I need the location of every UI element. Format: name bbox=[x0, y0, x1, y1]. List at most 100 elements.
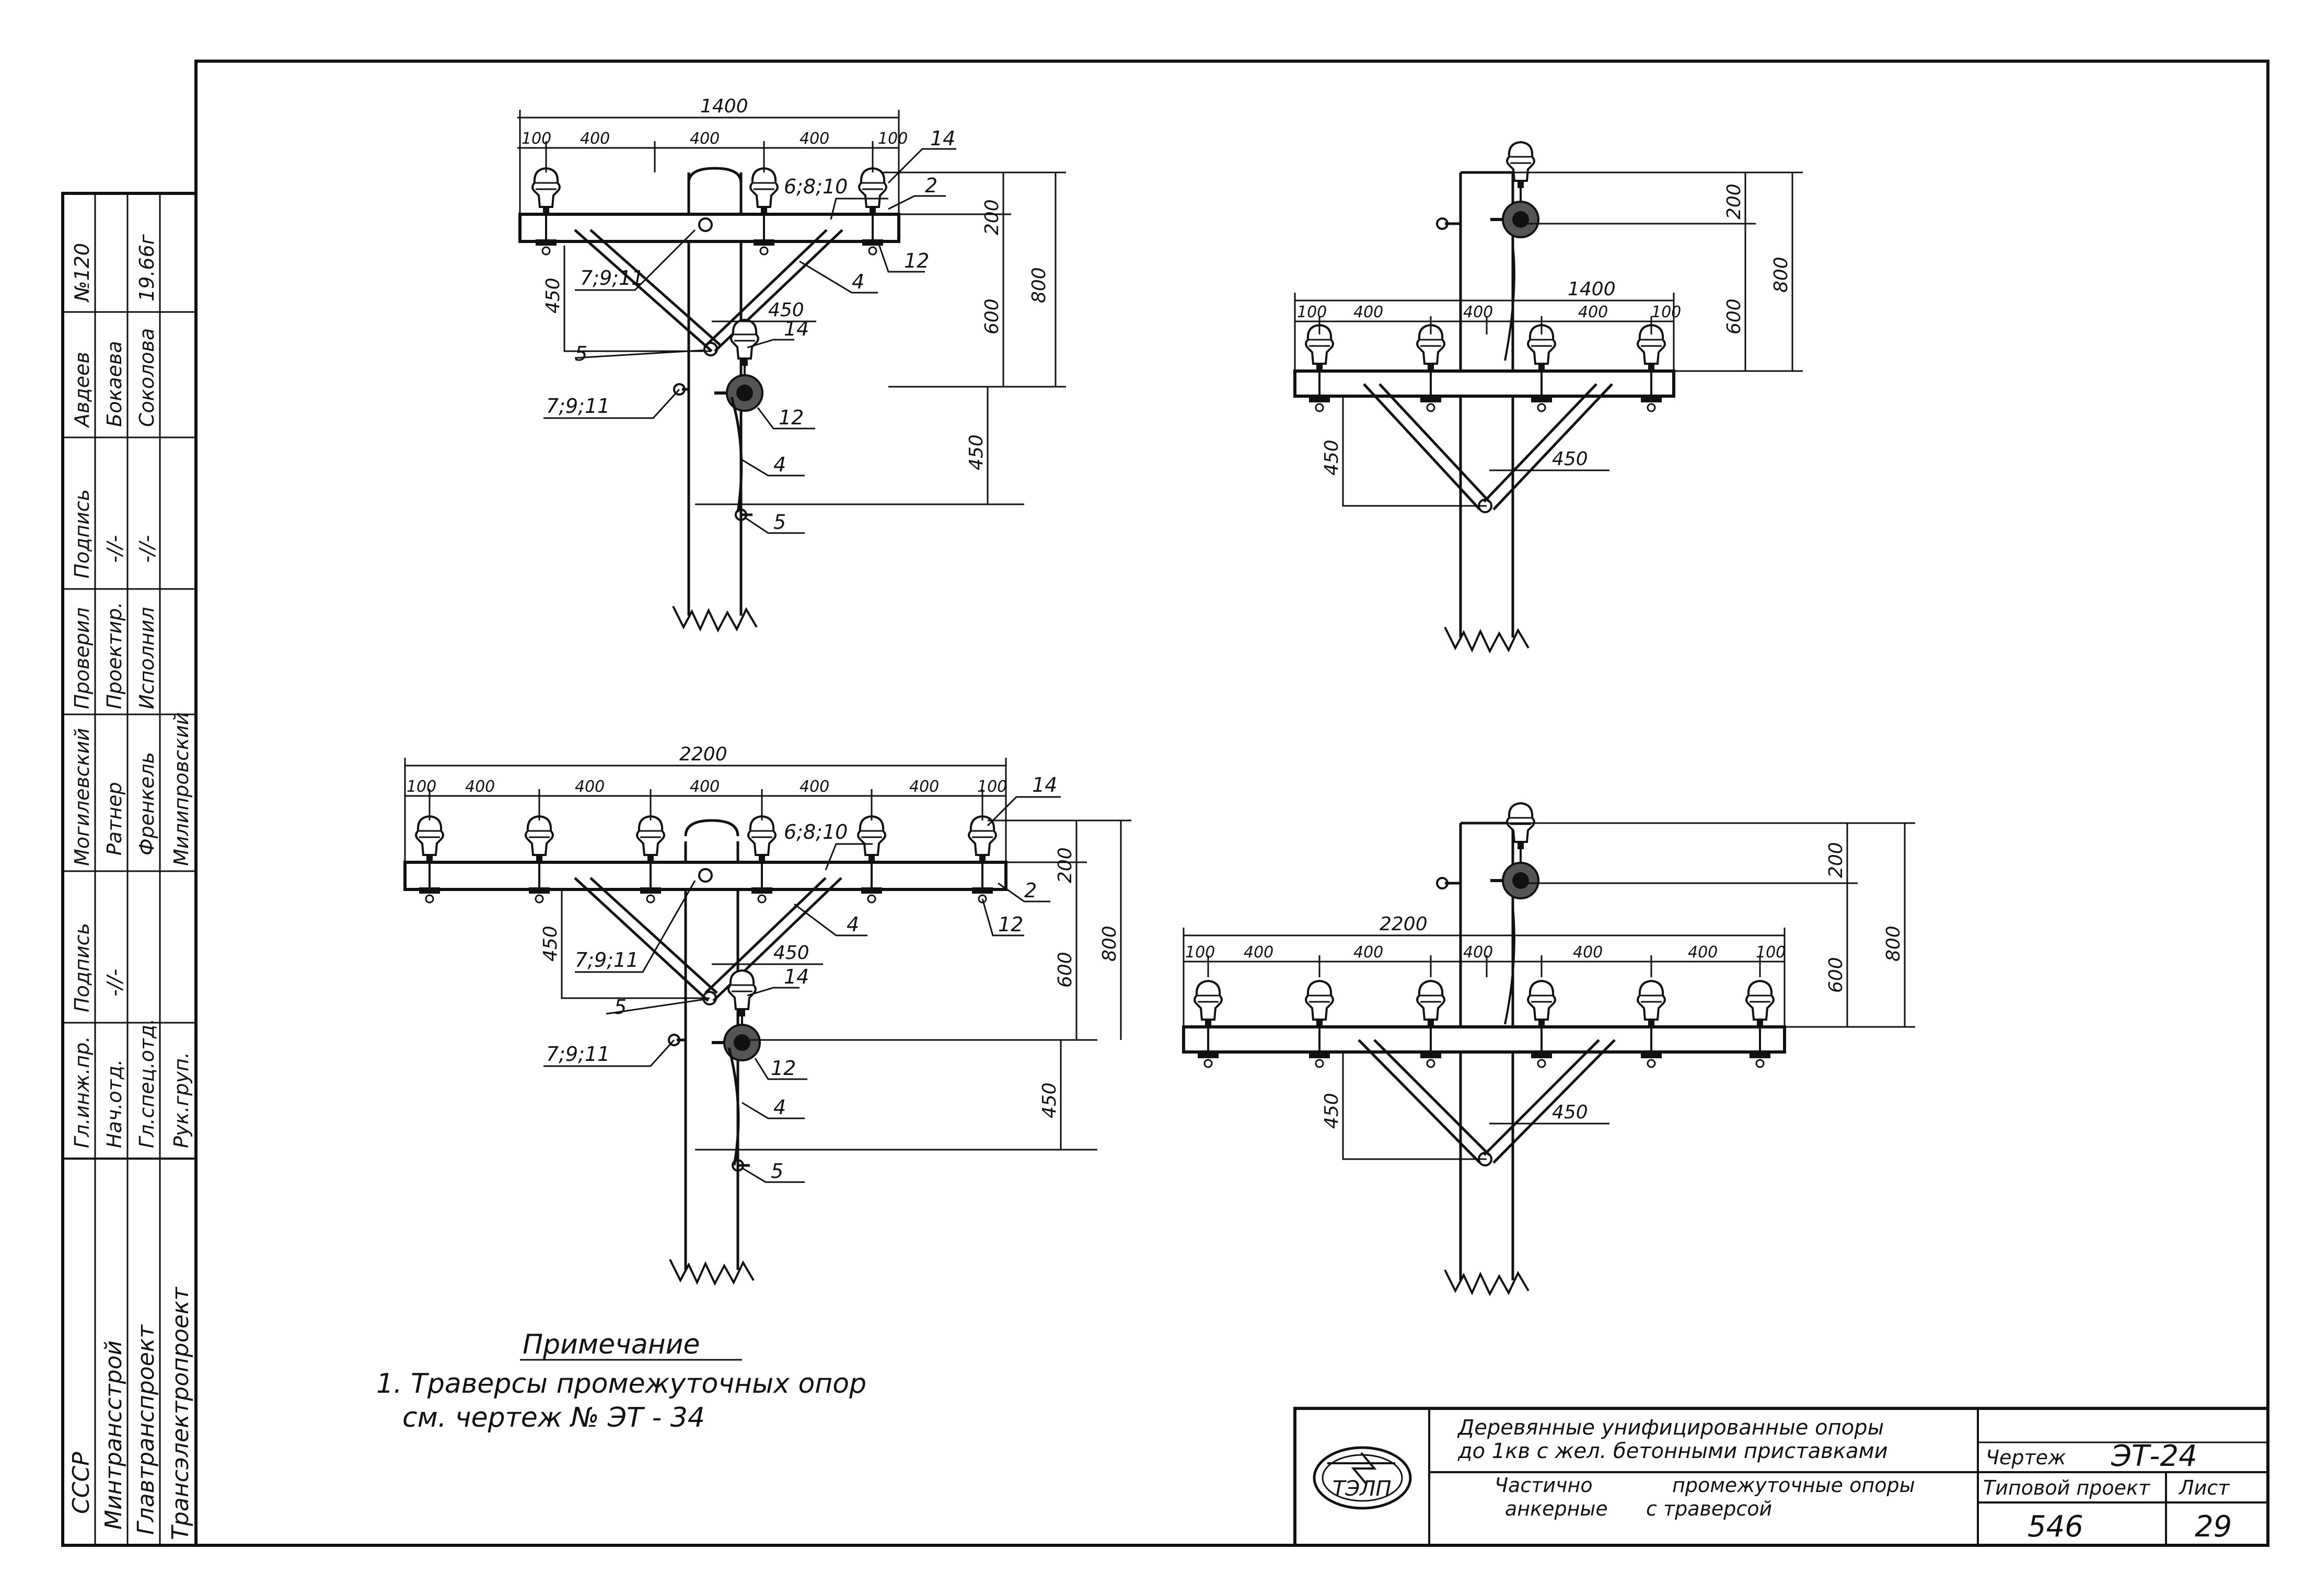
v1-part-2: 2 bbox=[925, 174, 937, 197]
v3-vert-0: 200 bbox=[1055, 847, 1076, 883]
v3-part-5b: 5 bbox=[771, 1160, 783, 1183]
v2-vert-1: 600 bbox=[1723, 298, 1745, 334]
v2-vert-0: 200 bbox=[1723, 183, 1745, 219]
view-1: 1400 100 400 400 400 100 200 600 800 450… bbox=[517, 96, 1066, 631]
v1-diag-0: 450 bbox=[542, 277, 564, 314]
notes-title: Примечание bbox=[523, 1329, 700, 1360]
v4-seg-0: 100 bbox=[1185, 943, 1215, 962]
stamp-author-2: Соколова bbox=[135, 328, 158, 427]
v3-vert-1: 600 bbox=[1055, 952, 1076, 988]
logo: ТЭЛП bbox=[1313, 1446, 1412, 1510]
stamp-name-2: Френкель bbox=[135, 752, 158, 855]
stamp-name-1: Ратнер bbox=[103, 782, 126, 855]
stamp-role-2: Гл.спец.отд. bbox=[135, 1019, 158, 1148]
v3-seg-2: 400 bbox=[575, 778, 605, 796]
notes: Примечание 1. Траверсы промежуточных опо… bbox=[376, 1329, 866, 1433]
stamp-role-3: Рук.груп. bbox=[170, 1052, 193, 1148]
v3-overall: 2200 bbox=[679, 744, 727, 765]
drawing-number: ЭТ-24 bbox=[2111, 1439, 2197, 1473]
v3-part-6810: 6;8;10 bbox=[784, 820, 848, 843]
v4-seg-2: 400 bbox=[1353, 943, 1383, 962]
v2-seg-2: 400 bbox=[1463, 303, 1493, 321]
v1-seg-4: 100 bbox=[878, 130, 908, 148]
v1-vert-0: 200 bbox=[981, 199, 1003, 235]
stamp-org-2: Главтранспроект bbox=[133, 1324, 159, 1535]
v2-seg-4: 100 bbox=[1651, 303, 1681, 321]
v2-vert-2: 800 bbox=[1770, 257, 1792, 293]
v1-part-7911a: 7;9;11 bbox=[580, 267, 644, 290]
v1-part-14b: 14 bbox=[784, 317, 809, 340]
v3-part-7911a: 7;9;11 bbox=[575, 949, 639, 972]
v1-part-6810: 6;8;10 bbox=[784, 175, 848, 198]
v4-overall: 2200 bbox=[1380, 913, 1428, 935]
v1-part-12: 12 bbox=[904, 249, 929, 272]
v3-seg-1: 400 bbox=[465, 778, 495, 796]
stamp-author-0: Авдеев bbox=[71, 352, 94, 429]
v3-vert-2: 800 bbox=[1099, 926, 1120, 962]
v3-seg-0: 100 bbox=[407, 778, 436, 796]
logo-text: ТЭЛП bbox=[1333, 1477, 1392, 1501]
subtitle-1: Частично bbox=[1495, 1474, 1593, 1497]
stamp-name-3: Милипровский bbox=[170, 712, 193, 866]
v3-part-7911b: 7;9;11 bbox=[546, 1043, 610, 1066]
v1-part-12b: 12 bbox=[779, 406, 804, 429]
v2-seg-1: 400 bbox=[1353, 303, 1383, 321]
v3-part-4a: 4 bbox=[847, 913, 859, 936]
v1-part-4a: 4 bbox=[852, 270, 864, 293]
v1-part-7911b: 7;9;11 bbox=[546, 395, 610, 418]
subtitle-2: анкерные bbox=[1505, 1497, 1608, 1520]
v3-part-12: 12 bbox=[998, 913, 1023, 936]
stamp-number: №120 bbox=[71, 243, 94, 303]
notes-line-2: см. чертеж № ЭТ - 34 bbox=[402, 1402, 705, 1433]
stamp-role-1: Нач.отд. bbox=[103, 1059, 126, 1148]
v3-seg-5: 400 bbox=[909, 778, 939, 796]
v1-part-14: 14 bbox=[930, 127, 955, 150]
v1-seg-0: 100 bbox=[522, 130, 551, 148]
v3-part-14: 14 bbox=[1032, 773, 1057, 796]
v3-part-2: 2 bbox=[1024, 879, 1037, 902]
project-number: 546 bbox=[2028, 1510, 2083, 1544]
stamp-col-title-2: Подпись bbox=[71, 489, 94, 579]
v1-part-5a: 5 bbox=[575, 342, 587, 365]
stamp-sign-0: -//- bbox=[103, 969, 126, 997]
v4-seg-6: 100 bbox=[1756, 943, 1786, 962]
stamp-name-0: Могилевский bbox=[71, 728, 94, 866]
v4-seg-5: 400 bbox=[1688, 943, 1718, 962]
stamp-col-title-1: Проверил bbox=[71, 607, 94, 709]
v1-diag-1: 450 bbox=[768, 299, 804, 321]
title-line-2: до 1кв с жел. бетонными приставками bbox=[1457, 1439, 1888, 1463]
sheet-label: Лист bbox=[2178, 1476, 2230, 1499]
v4-vert-1: 600 bbox=[1825, 957, 1847, 993]
v4-vert-0: 200 bbox=[1825, 842, 1847, 878]
subtitle-4: с траверсой bbox=[1646, 1497, 1772, 1520]
stamp-signature-0: -//- bbox=[103, 535, 126, 563]
v2-overall: 1400 bbox=[1568, 279, 1616, 300]
v4-seg-4: 400 bbox=[1573, 943, 1603, 962]
v3-part-4b: 4 bbox=[773, 1096, 786, 1119]
v1-vert-3: 450 bbox=[966, 434, 987, 470]
v2-seg-3: 400 bbox=[1578, 303, 1608, 321]
v3-part-12b: 12 bbox=[771, 1057, 796, 1080]
view-2: 1400 100 400 400 400 100 200 600 800 450… bbox=[1293, 141, 1803, 652]
v1-seg-1: 400 bbox=[580, 130, 610, 148]
frame bbox=[61, 60, 2269, 1547]
stamp-org-1: Минтрансстрой bbox=[100, 1340, 127, 1530]
v3-seg-4: 400 bbox=[800, 778, 829, 796]
sheet-number: 29 bbox=[2195, 1510, 2232, 1544]
drawing-label: Чертеж bbox=[1986, 1446, 2066, 1469]
stamp-signature-1: -//- bbox=[135, 535, 158, 563]
v4-seg-3: 400 bbox=[1463, 943, 1493, 962]
stamp-col-title-0: Подпись bbox=[71, 923, 94, 1012]
v1-seg-3: 400 bbox=[800, 130, 829, 148]
stamp: СССР Минтрансстрой Главтранспроект Транс… bbox=[63, 193, 196, 1545]
title-line-1: Деревянные унифицированные опоры bbox=[1457, 1416, 1884, 1440]
stamp-role-0: Гл.инж.пр. bbox=[71, 1036, 94, 1148]
title-block: ТЭЛП Деревянные унифицированные опоры до… bbox=[1293, 1407, 2269, 1547]
stamp-org-0: СССР bbox=[68, 1452, 95, 1514]
v4-seg-1: 400 bbox=[1244, 943, 1273, 962]
notes-line-1: 1. Траверсы промежуточных опор bbox=[376, 1368, 866, 1400]
v3-part-14b: 14 bbox=[784, 965, 809, 988]
v1-vert-2: 800 bbox=[1028, 267, 1050, 303]
v1-part-5b: 5 bbox=[773, 511, 786, 534]
stamp-author-1: Бокаева bbox=[103, 341, 126, 427]
